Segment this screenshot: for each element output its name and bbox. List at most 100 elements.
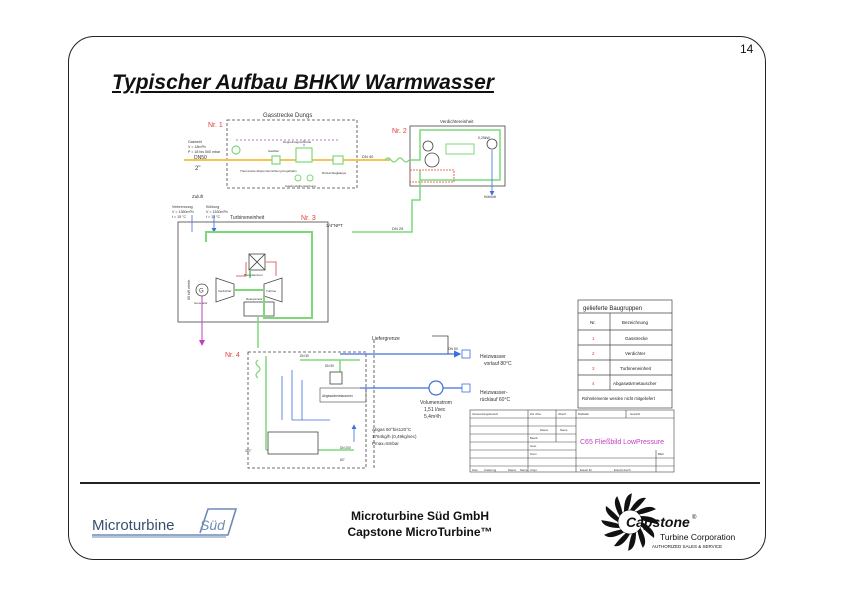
slide-frame bbox=[68, 36, 766, 560]
svg-text:P = 18 bis 500 mbar: P = 18 bis 500 mbar bbox=[188, 150, 221, 154]
svg-text:Zul. Abw.: Zul. Abw. bbox=[530, 412, 542, 416]
gas-valve-icon bbox=[231, 145, 241, 155]
title-block-text: Verwendungsbereich Zul. Abw. Oberfl. Maß… bbox=[472, 412, 664, 472]
compressor-motor-icon bbox=[422, 140, 434, 152]
svg-text:5,4m³/h: 5,4m³/h bbox=[424, 414, 441, 420]
svg-text:Verdichter: Verdichter bbox=[218, 289, 232, 293]
combustor-cross bbox=[248, 253, 266, 271]
svg-text:Änderung: Änderung bbox=[484, 468, 497, 472]
turbine-parts: Generator Verdichter Turbine Brennkammer… bbox=[194, 273, 276, 305]
table-header-nr: Nr. bbox=[590, 320, 596, 325]
svg-text:V = 1530m³/h: V = 1530m³/h bbox=[206, 210, 228, 214]
page-title: Typischer Aufbau BHKW Warmwasser bbox=[112, 71, 494, 94]
svg-text:Bearb.: Bearb. bbox=[530, 436, 538, 440]
pump-icon bbox=[428, 380, 444, 396]
svg-text:Heizwasser: Heizwasser bbox=[480, 354, 506, 360]
microturbine-sued-logo: Microturbine Süd bbox=[88, 503, 238, 546]
logo-swoosh-icon bbox=[92, 508, 238, 536]
table-row-bez: Gasstrecke bbox=[625, 336, 648, 341]
svg-text:Datum: Datum bbox=[540, 428, 549, 432]
svg-text:1,51 l/sec: 1,51 l/sec bbox=[424, 407, 446, 413]
turbine-wheel-icon bbox=[601, 493, 659, 551]
svg-text:Volumenstrom: Volumenstrom bbox=[420, 400, 452, 406]
gas-filter-icon bbox=[271, 155, 281, 165]
table-note: Rohrelemente werden nicht mitgeliefert bbox=[582, 396, 656, 401]
capstone-line-2: AUTHORIZED SALES & SERVICE bbox=[652, 544, 722, 549]
exhaust-coil bbox=[255, 359, 261, 379]
intake-arrows bbox=[191, 215, 214, 232]
svg-text:Blatt: Blatt bbox=[658, 452, 664, 456]
svg-text:Doppelmagnetventile: Doppelmagnetventile bbox=[283, 140, 312, 144]
svg-text:Ersatz für: Ersatz für bbox=[580, 468, 592, 472]
svg-text:Thermische Absperreinrichtung: Thermische Absperreinrichtung Kugelhahn bbox=[240, 169, 297, 173]
recuperator-icon bbox=[243, 301, 275, 317]
logo-word-microturbine: Microturbine bbox=[92, 517, 175, 534]
svg-text:Kühlung: Kühlung bbox=[206, 205, 219, 209]
gas-section-number: Nr. 1 bbox=[208, 122, 223, 129]
pressure-switch-icon-2 bbox=[306, 174, 314, 182]
water-labels: Heizwasser vorlauf 80°C Heizwasser- rück… bbox=[420, 354, 512, 420]
flange-ruecklauf bbox=[461, 383, 471, 393]
gas-section-label: Gasstrecke Dungs bbox=[263, 113, 312, 119]
svg-text:Pmax=5mbar: Pmax=5mbar bbox=[372, 441, 399, 446]
pressure-switch-icon bbox=[294, 174, 302, 182]
svg-text:Urspr.: Urspr. bbox=[530, 468, 538, 472]
capstone-registered-mark: ® bbox=[692, 514, 697, 521]
drawing-title: C65 Fließbild LowPressure bbox=[580, 439, 664, 446]
svg-text:Verbrennung: Verbrennung bbox=[172, 205, 193, 209]
table-row-bez: Abgaswärmetauscher bbox=[613, 381, 657, 386]
svg-text:Heizwasser-: Heizwasser- bbox=[480, 390, 508, 396]
turbine-number: Nr. 3 bbox=[301, 215, 316, 222]
svg-text:Rückschlagklappe: Rückschlagklappe bbox=[322, 171, 347, 175]
compressor-fan-icon bbox=[486, 138, 498, 150]
svg-text:Datum: Datum bbox=[508, 468, 517, 472]
compressor-valve-block bbox=[445, 143, 475, 155]
hx-sensors bbox=[281, 370, 330, 421]
compressor-box bbox=[409, 125, 506, 187]
table-header-bez: Bezeichnung bbox=[622, 320, 649, 325]
hx-rect-small bbox=[329, 371, 343, 385]
baugruppen-table: gelieferte Baugruppen Nr. Bezeichnung 1 … bbox=[577, 299, 673, 409]
hx-panel bbox=[319, 387, 367, 403]
svg-text:Abgaswärmetauscher: Abgaswärmetauscher bbox=[322, 394, 354, 398]
zuluft-label: Zuluft bbox=[192, 194, 204, 199]
npt-label: 3/4"NPT bbox=[326, 223, 343, 228]
gas-section-box bbox=[226, 119, 358, 189]
gas-pipe-coil bbox=[384, 157, 410, 163]
gas-supply-line bbox=[352, 180, 421, 233]
svg-text:V = 18m³/h: V = 18m³/h bbox=[188, 145, 206, 149]
title-block bbox=[469, 409, 675, 473]
svg-text:Turbine: Turbine bbox=[266, 289, 276, 293]
capstone-logo: Capstone ® Turbine Corporation AUTHORIZE… bbox=[596, 490, 756, 561]
company-line-2: Capstone MicroTurbine™ bbox=[347, 525, 493, 539]
svg-text:Rekuperator: Rekuperator bbox=[246, 297, 263, 301]
svg-text:DN 50: DN 50 bbox=[325, 364, 334, 368]
svg-text:Maßstab: Maßstab bbox=[578, 412, 589, 416]
heat-exchanger-number: Nr. 4 bbox=[225, 352, 240, 359]
svg-text:2": 2" bbox=[195, 166, 200, 172]
svg-text:V = 1360m³/h: V = 1360m³/h bbox=[172, 210, 194, 214]
svg-text:Generator: Generator bbox=[194, 301, 208, 305]
page-number: 14 bbox=[740, 42, 754, 56]
svg-text:60°: 60° bbox=[340, 458, 346, 462]
svg-text:Zust.: Zust. bbox=[472, 468, 478, 472]
company-line-1: Microturbine Süd GmbH bbox=[351, 509, 489, 523]
hx-labels: DN 50 DN 50 Abgaswärmetauscher DN 200 Ab… bbox=[245, 354, 417, 462]
svg-text:Brennkammer: Brennkammer bbox=[244, 273, 263, 277]
compressor-label: Verdichtereinheit bbox=[440, 119, 474, 124]
svg-text:t = 15 °C: t = 15 °C bbox=[172, 215, 187, 219]
gas-info: Gasbetrf V = 18m³/h P = 18 bis 500 mbar … bbox=[188, 140, 221, 172]
fitting-stub bbox=[432, 335, 449, 354]
compressor-turbine-shape bbox=[215, 277, 235, 303]
fitting-label: DN 50 bbox=[448, 347, 458, 351]
compressor-alarm-box bbox=[409, 169, 455, 183]
svg-text:Gasbetrf: Gasbetrf bbox=[188, 140, 202, 144]
capstone-line-1: Turbine Corporation bbox=[660, 532, 736, 542]
table-row-nr: 1 bbox=[592, 336, 595, 341]
turbine-flow-red bbox=[236, 261, 277, 277]
check-valve-icon bbox=[332, 155, 344, 165]
table-row-nr: 4 bbox=[592, 381, 595, 386]
svg-text:DN 50: DN 50 bbox=[300, 354, 309, 358]
capstone-name: Capstone bbox=[626, 514, 690, 530]
